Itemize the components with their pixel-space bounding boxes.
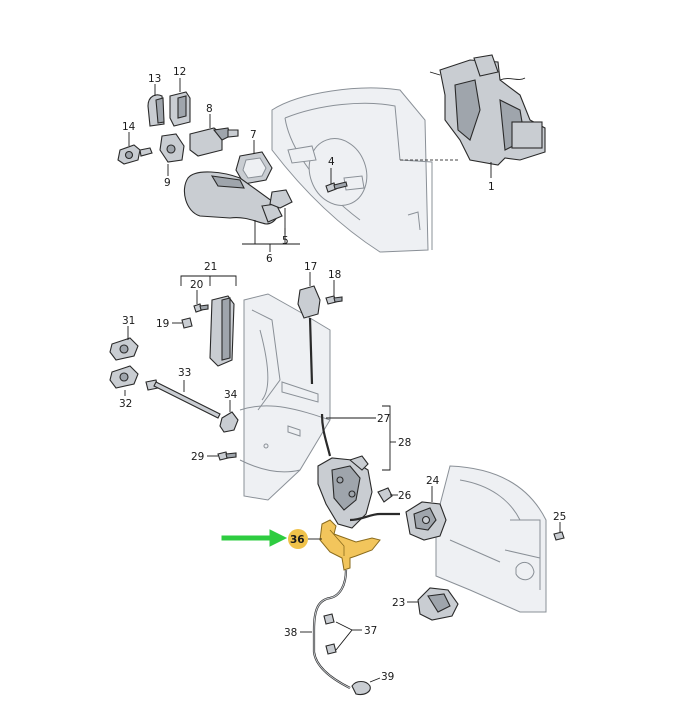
- label-33: 33: [178, 367, 191, 379]
- label-12: 12: [173, 66, 186, 78]
- main-door-lock: [317, 455, 400, 529]
- label-19: 19: [156, 318, 169, 330]
- label-27: 27: [377, 413, 390, 425]
- part-29-screw: [207, 451, 237, 461]
- label-38: 38: [284, 627, 297, 639]
- label-7: 7: [250, 129, 257, 141]
- label-34: 34: [224, 389, 238, 401]
- label-39: 39: [381, 671, 394, 683]
- part-32-bushing: [109, 365, 139, 396]
- part-13-cap: [147, 84, 165, 127]
- part-14-lock-insert: [117, 132, 153, 165]
- part-20-screw: [193, 290, 209, 313]
- label-20: 20: [190, 279, 203, 291]
- part-21-inner-trim: [180, 275, 237, 367]
- part-9-bracket: [159, 133, 185, 176]
- part-36-highlighted: [319, 519, 381, 571]
- part-6-outer-handle: [183, 171, 300, 252]
- label-1: 1: [488, 181, 495, 193]
- label-32: 32: [119, 398, 132, 410]
- callout-labels: 1 4 5 6 7 8 9 12 13 14 17 18 19 20 21 23…: [119, 66, 566, 683]
- label-23: 23: [392, 597, 405, 609]
- part-31-bushing: [109, 326, 139, 361]
- label-28: 28: [398, 437, 411, 449]
- part-19-clip: [172, 317, 193, 329]
- part-37-clips: [323, 613, 362, 655]
- part-23-catch: [407, 587, 459, 621]
- label-29: 29: [191, 451, 204, 463]
- part-8-lock-cylinder: [189, 114, 239, 157]
- lower-door-panel: [239, 293, 331, 501]
- part-34-clip: [219, 400, 239, 433]
- part-7-gasket: [235, 140, 273, 185]
- part-5-cover: [269, 189, 293, 234]
- label-8: 8: [206, 103, 213, 115]
- part-26-clip: [377, 487, 398, 503]
- part-12-cap: [169, 78, 191, 127]
- part-24-striker: [405, 486, 447, 541]
- part-18-screw: [325, 280, 343, 305]
- part-38-cable: [300, 569, 351, 689]
- part-39-end-cap: [351, 677, 381, 696]
- label-17: 17: [304, 261, 317, 273]
- label-14: 14: [122, 121, 136, 133]
- label-36-badge: [288, 529, 308, 549]
- green-arrow-icon: [221, 529, 288, 547]
- label-25: 25: [553, 511, 566, 523]
- label-13: 13: [148, 73, 161, 85]
- part-4-screw: [325, 168, 348, 193]
- label-4: 4: [328, 156, 335, 168]
- label-26: 26: [398, 490, 412, 502]
- label-21: 21: [204, 261, 217, 273]
- upper-door-panel: [271, 87, 433, 253]
- label-6: 6: [266, 253, 273, 265]
- label-31: 31: [122, 315, 135, 327]
- label-18: 18: [328, 269, 341, 281]
- right-door-panel: [435, 465, 547, 613]
- highlight-callout-36: 36: [221, 529, 322, 549]
- label-24: 24: [426, 475, 440, 487]
- part-17-rod-bracket: [297, 272, 321, 385]
- part-25-screw: [553, 522, 565, 541]
- label-9: 9: [164, 177, 171, 189]
- part-33-long-bolt: [145, 379, 221, 419]
- part-1-lock-assembly: [400, 54, 546, 178]
- label-37: 37: [364, 625, 377, 637]
- label-36: 36: [290, 534, 305, 546]
- label-5: 5: [282, 235, 289, 247]
- part-27-cable: [320, 405, 396, 471]
